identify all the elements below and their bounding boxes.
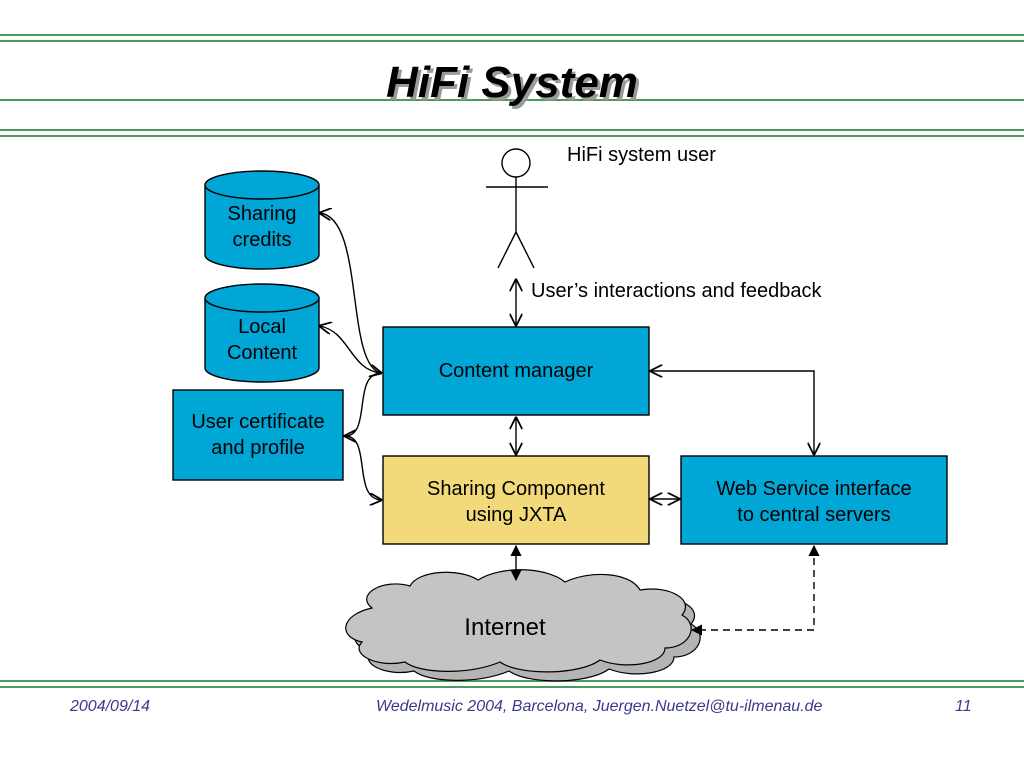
actor-label: HiFi system user [567,144,716,166]
content-manager-to-web-service-arrow [651,371,814,454]
content-manager-label: Content manager [438,360,594,382]
title-rule-2 [0,129,1024,131]
sharing-credits-database [204,170,320,270]
local-content-label: Local Content [226,316,298,364]
top-rule-1 [0,34,1024,36]
web-service-box [680,455,948,545]
top-rule-2 [0,40,1024,42]
internet-cloud [345,569,692,673]
web-service-label: Web Service interface to central servers [716,478,912,526]
content-manager-box [382,326,650,416]
sharing-credits-label: Sharing credits [227,203,297,251]
footer-center-text: Wedelmusic 2004, Barcelona, Juergen.Nuet… [376,698,823,715]
sharing-credits-to-content-manager-arrow [320,213,381,373]
title-rule-1 [0,99,1024,101]
user-certificate-label: User certificate and profile [191,411,325,459]
footer-page-number: 11 [955,698,972,715]
interaction-label: User’s interactions and feedback [531,280,822,302]
certificate-to-sharing-arrow [344,435,381,500]
footer-rule-1 [0,680,1024,682]
local-content-to-content-manager-arrow [320,326,382,374]
certificate-to-content-manager-arrow [345,372,382,436]
title-rule-3 [0,135,1024,137]
user-actor-icon [486,148,548,269]
sharing-component-box [382,455,650,545]
user-certificate-box [172,389,344,481]
sharing-component-label: Sharing Component using JXTA [427,478,605,526]
slide-title: HiFi System [386,58,638,107]
internet-label: Internet [464,614,546,641]
footer-rule-2 [0,686,1024,688]
footer-date: 2004/09/14 [70,698,151,715]
web-service-to-internet-dashed-arrow [690,544,820,636]
